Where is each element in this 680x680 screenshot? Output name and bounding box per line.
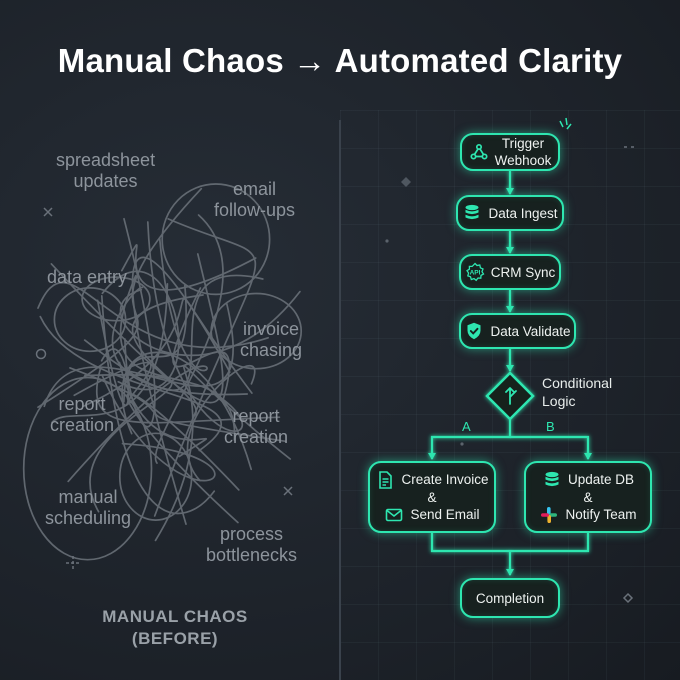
node-data-ingest: Data Ingest [456, 195, 564, 231]
tangle-loop [161, 183, 271, 296]
tangle-line [73, 361, 152, 403]
node-create-invoice-send-email: Create Invoice & Send Email [368, 461, 496, 533]
circle-decoration-icon [35, 348, 47, 360]
tangle-line [50, 253, 224, 404]
database-icon [465, 204, 479, 220]
connector-branch-b [510, 435, 592, 460]
branch-a-label: A [462, 419, 471, 434]
tangle-loop [210, 292, 303, 370]
tangle-line [131, 294, 204, 417]
before-caption: MANUAL CHAOS (BEFORE) [102, 607, 248, 648]
plus-decoration-icon [66, 556, 80, 570]
sparkle-decoration-icon [559, 117, 572, 130]
tangle-line [172, 287, 231, 402]
tangle-line [84, 374, 173, 513]
node-update-db-notify-team: Update DB & Notify Team [524, 461, 652, 533]
cross-decoration-icon [43, 207, 53, 217]
tangle-line [37, 282, 269, 349]
tangle-line [43, 302, 234, 408]
node-completion: Completion [460, 578, 560, 618]
diamond-decoration-icon [622, 592, 634, 604]
connector-branch-a [428, 418, 512, 460]
branch-b-label: B [546, 419, 555, 434]
invoice-icon [379, 470, 393, 489]
connector-right-merge [510, 533, 590, 553]
slack-icon [541, 506, 558, 523]
tangle-loop [118, 432, 193, 521]
dot-decoration-icon [460, 442, 464, 446]
api-icon: API [465, 262, 485, 282]
chaos-label-data-entry: data entry [47, 267, 128, 287]
branch-icon [505, 387, 517, 405]
tangle-line [67, 237, 208, 483]
tangle-line [100, 294, 216, 515]
shield-check-icon [467, 322, 481, 340]
mail-icon [386, 508, 403, 521]
diamond-decoration-icon [401, 177, 411, 187]
tangle-line [120, 243, 257, 291]
tangle-line [118, 361, 208, 458]
tangle-line [83, 274, 264, 391]
tangle-line [154, 214, 224, 464]
connector-left-merge [430, 533, 510, 553]
tangle-loop [22, 376, 153, 561]
webhook-icon [470, 143, 488, 160]
page-title: Manual Chaos → Automated Clarity [57, 42, 623, 79]
dot-decoration-icon [385, 239, 389, 243]
tangle-line [95, 367, 281, 424]
tangle-line [146, 221, 244, 432]
database-icon [545, 471, 559, 486]
tangle-loop [81, 276, 151, 322]
tangle-line [121, 351, 253, 471]
tangle-line [37, 187, 203, 409]
svg-text:API: API [469, 270, 480, 277]
panel-divider [339, 120, 341, 680]
tangle-line [39, 315, 222, 452]
node-crm-sync: API CRM Sync [459, 254, 561, 290]
node-data-validate: Data Validate [459, 313, 576, 349]
tangle-line [119, 288, 301, 357]
cross-decoration-icon [283, 486, 293, 496]
